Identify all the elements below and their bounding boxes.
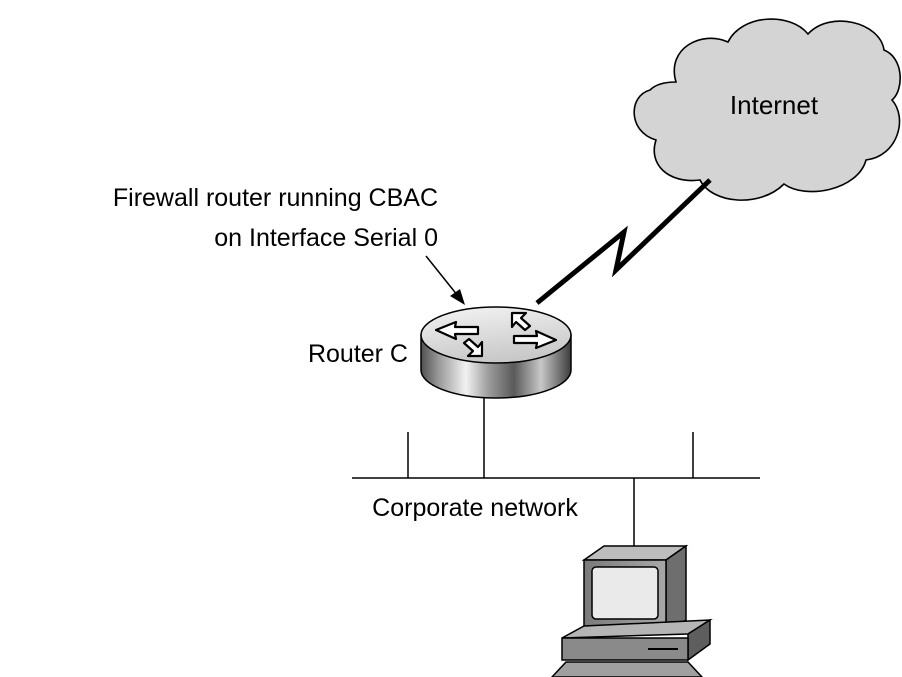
annotation-arrow-head xyxy=(450,289,465,305)
workstation xyxy=(550,544,713,677)
network-label: Corporate network xyxy=(372,494,578,522)
router-icon xyxy=(420,306,572,399)
firewall-label-line2: on Interface Serial 0 xyxy=(214,224,438,252)
workstation-icon xyxy=(550,544,713,677)
cloud-icon xyxy=(633,18,901,201)
firewall-annotation: Firewall router running CBAC on Interfac… xyxy=(113,184,465,305)
internet-label: Internet xyxy=(730,90,819,120)
router-label: Router C xyxy=(308,340,408,368)
internet-cloud: Internet xyxy=(633,18,901,201)
firewall-label-line1: Firewall router running CBAC xyxy=(113,184,438,212)
serial-wan-link xyxy=(535,178,712,305)
router-c: Router C xyxy=(308,306,572,399)
annotation-arrow-line xyxy=(425,255,459,297)
corporate-network: Corporate network xyxy=(352,398,760,546)
